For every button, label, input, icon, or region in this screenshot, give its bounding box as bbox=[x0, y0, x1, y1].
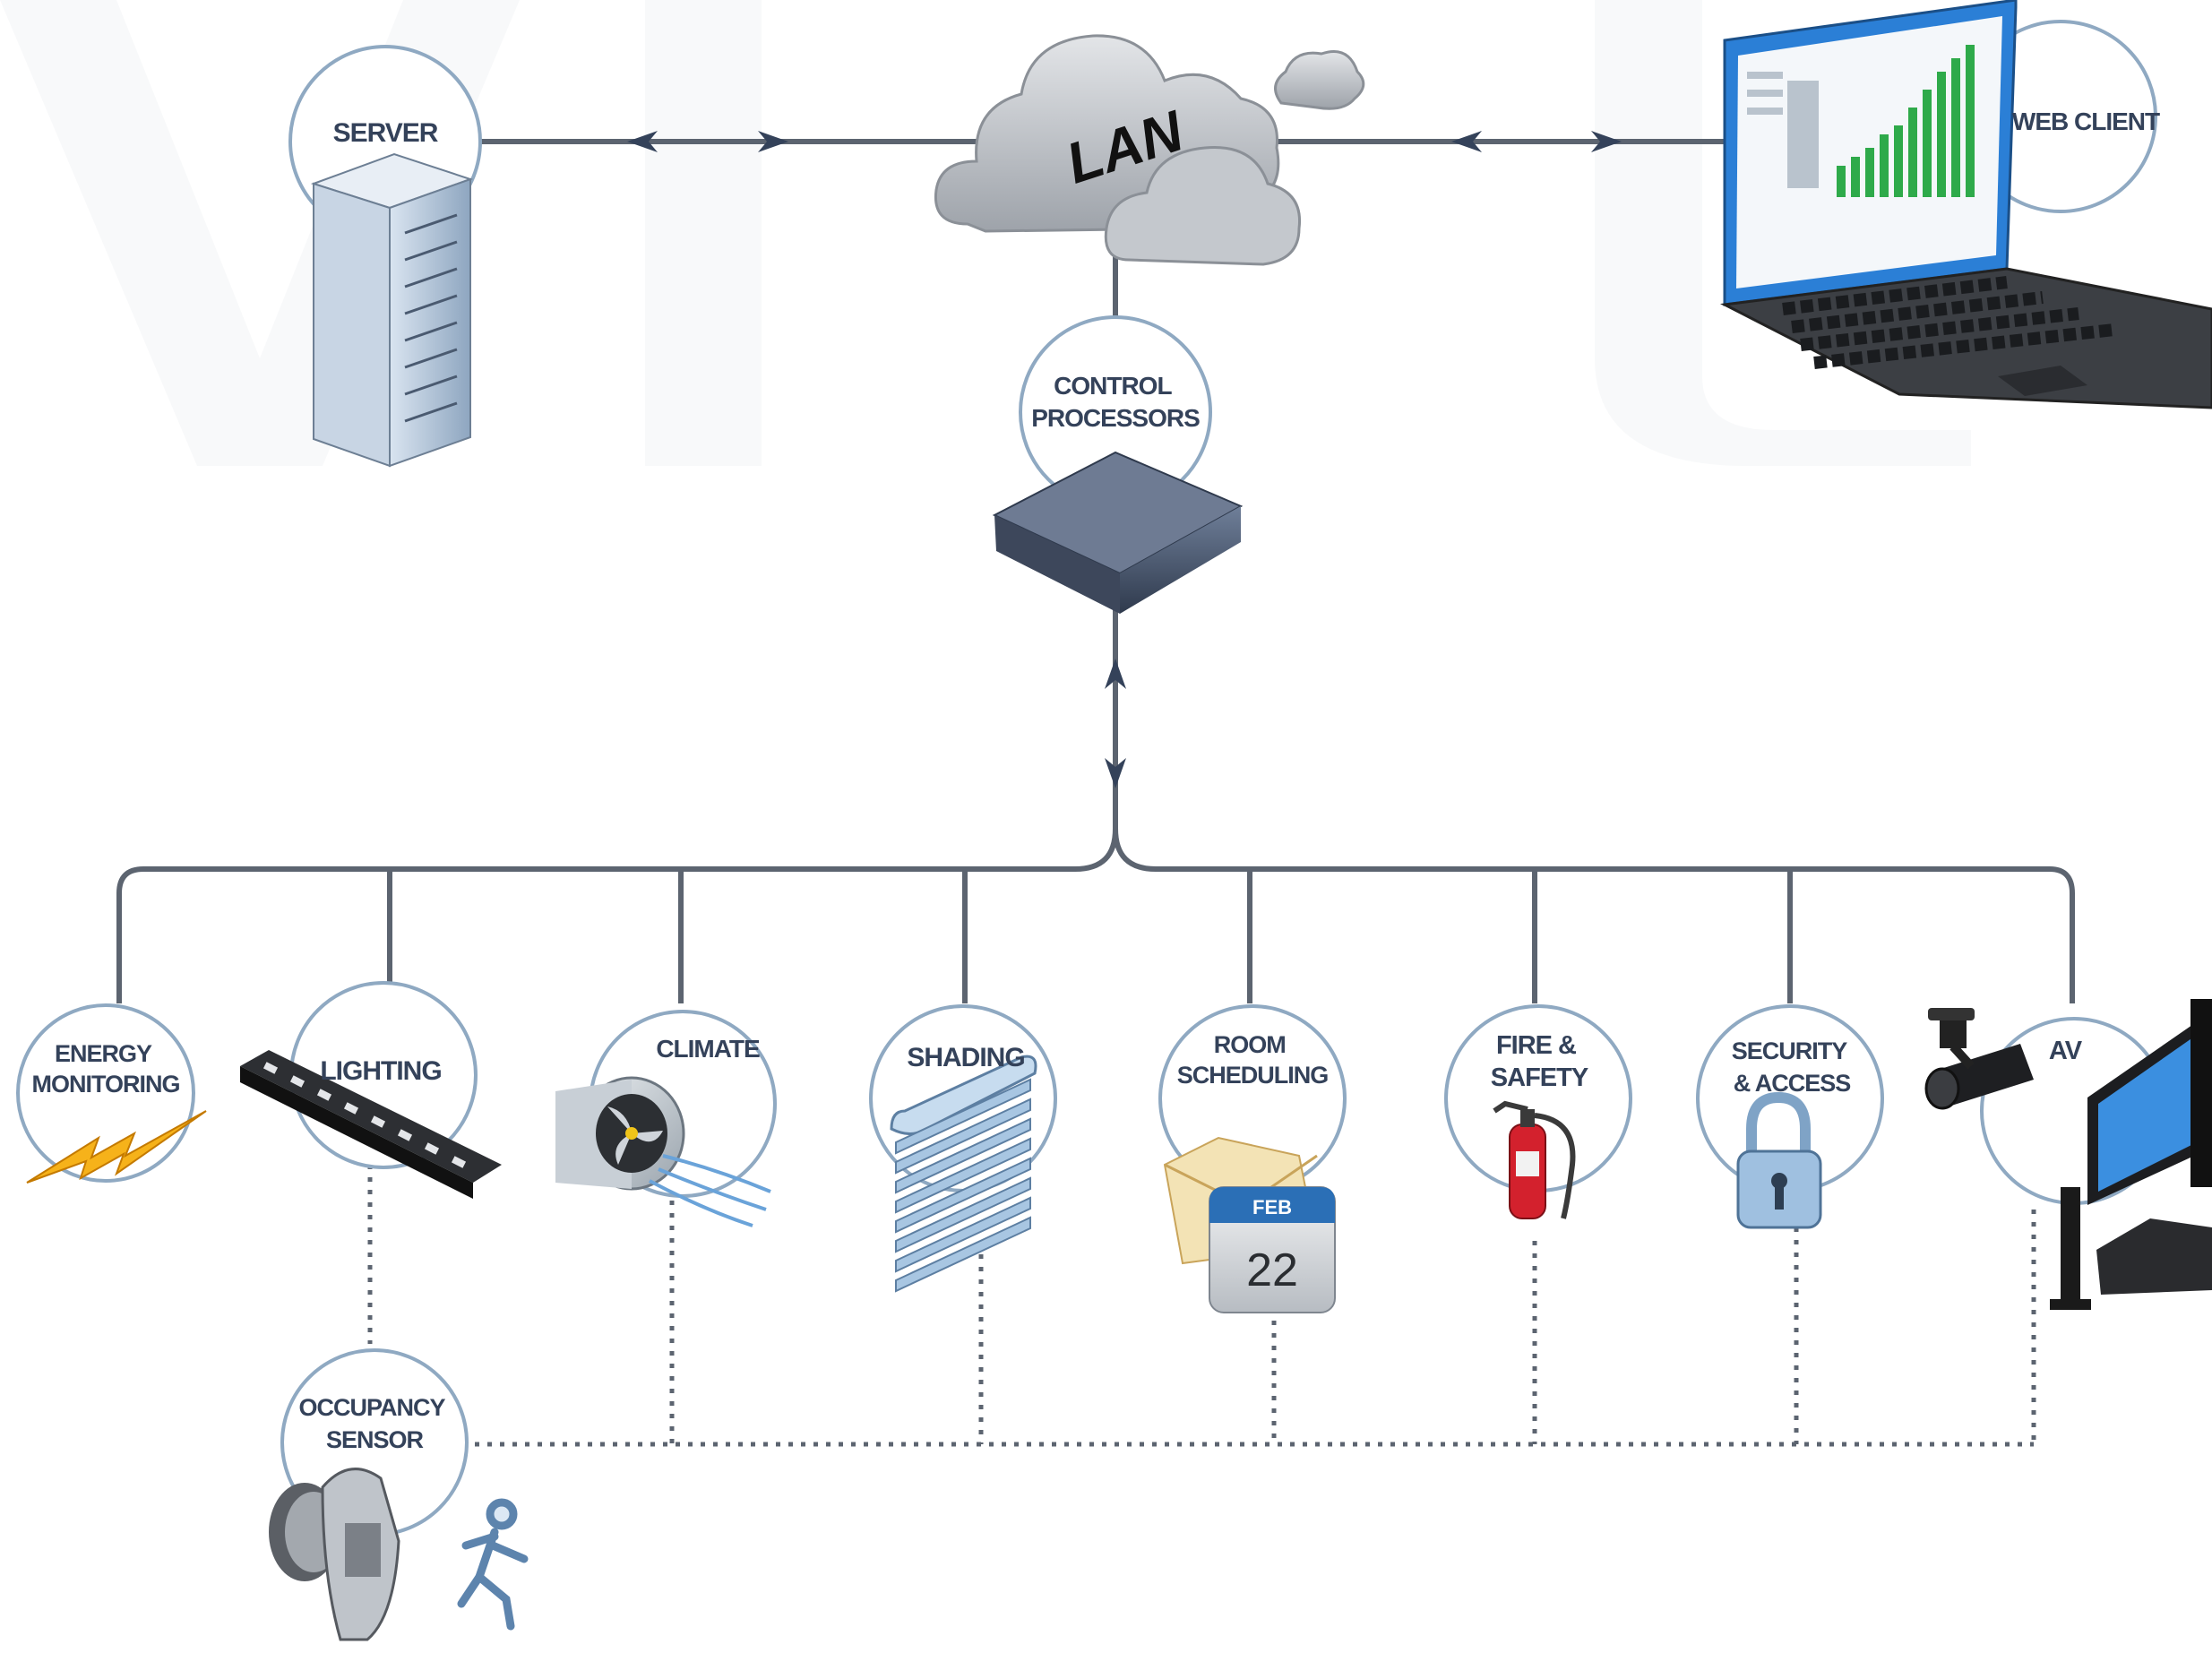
server-node: SERVER bbox=[288, 45, 482, 468]
av-label: AV bbox=[2049, 1037, 2083, 1065]
camera-icon bbox=[1924, 1008, 2034, 1110]
calendar-icon: FEB 22 bbox=[1163, 1136, 1336, 1313]
arrow-left-icon bbox=[1451, 131, 1482, 152]
walking-person-icon bbox=[457, 1498, 529, 1631]
lighting-label-line: LIGHTING bbox=[320, 1056, 441, 1086]
occupancy-sensor-label-line-2: SENSOR bbox=[326, 1426, 424, 1453]
calendar-day: 22 bbox=[1246, 1244, 1298, 1296]
web-client-label-line: WEB CLIENT bbox=[2012, 108, 2160, 135]
arrow-down-icon bbox=[1105, 758, 1126, 788]
bus-right-branch bbox=[1113, 828, 2075, 1003]
lighting-label: LIGHTING bbox=[320, 1056, 441, 1086]
security-access-label-line-2: & ACCESS bbox=[1734, 1070, 1851, 1097]
arrows bbox=[627, 131, 1622, 788]
cloud-icon bbox=[934, 34, 1365, 266]
motion-sensor-icon bbox=[269, 1468, 400, 1641]
control-processors-node: CONTROL PROCESSORS bbox=[992, 315, 1244, 614]
display-icon bbox=[2050, 999, 2212, 1310]
connections bbox=[116, 139, 2075, 1003]
lightning-bolt-icon bbox=[26, 1110, 207, 1184]
web-client-label: WEB CLIENT bbox=[2012, 108, 2160, 135]
web-client-node: WEB CLIENT bbox=[1720, 0, 2212, 409]
energy-monitoring-label-line-2: MONITORING bbox=[32, 1071, 180, 1098]
arrow-right-icon bbox=[1591, 131, 1622, 152]
padlock-icon bbox=[1736, 1091, 1822, 1229]
shading-label: SHADING bbox=[907, 1043, 1024, 1072]
energy-monitoring-circle bbox=[16, 1003, 195, 1183]
light-fixture-icon bbox=[240, 1050, 502, 1199]
energy-monitoring-label: ENERGY MONITORING bbox=[32, 1040, 180, 1098]
occupancy-sensor-node: OCCUPANCY SENSOR bbox=[269, 1348, 529, 1641]
security-access-node: SECURITY & ACCESS bbox=[1696, 1004, 1884, 1229]
energy-monitoring-label-line-1: ENERGY bbox=[55, 1040, 152, 1067]
arrow-left-icon bbox=[627, 131, 658, 152]
arrow-right-icon bbox=[758, 131, 788, 152]
av-label-line: AV bbox=[2049, 1037, 2083, 1065]
server-label: SERVER bbox=[333, 118, 439, 148]
sensor-connections bbox=[367, 1165, 2036, 1447]
fire-safety-label-line-1: FIRE & bbox=[1496, 1031, 1577, 1060]
room-scheduling-node: FEB 22 ROOM SCHEDULING bbox=[1158, 1004, 1347, 1313]
lighting-node: LIGHTING bbox=[240, 981, 502, 1199]
shading-node: SHADING bbox=[869, 1004, 1057, 1293]
room-scheduling-label-line-2: SCHEDULING bbox=[1177, 1062, 1329, 1089]
climate-label-line: CLIMATE bbox=[656, 1035, 760, 1063]
calendar-month: FEB bbox=[1252, 1196, 1292, 1218]
fire-extinguisher-icon bbox=[1493, 1100, 1576, 1219]
security-access-label-line-1: SECURITY bbox=[1732, 1037, 1848, 1064]
laptop-icon bbox=[1720, 0, 2212, 409]
small-cloud-icon bbox=[1274, 50, 1365, 110]
fire-safety-label-line-2: SAFETY bbox=[1491, 1063, 1588, 1092]
control-processors-label: CONTROL PROCESSORS bbox=[1031, 372, 1200, 432]
av-node: AV bbox=[1924, 999, 2212, 1310]
room-scheduling-label-line-1: ROOM bbox=[1214, 1031, 1286, 1058]
bus-left-branch bbox=[116, 828, 1118, 1003]
lan-node: LAN bbox=[934, 34, 1365, 266]
processor-box-icon bbox=[992, 451, 1244, 614]
screen-chart bbox=[1837, 45, 1975, 197]
energy-monitoring-node: ENERGY MONITORING bbox=[16, 1003, 207, 1184]
security-access-label: SECURITY & ACCESS bbox=[1732, 1037, 1853, 1097]
climate-node: CLIMATE bbox=[555, 1010, 777, 1227]
control-processors-label-line-1: CONTROL bbox=[1054, 372, 1172, 400]
fire-safety-node: FIRE & SAFETY bbox=[1444, 1004, 1632, 1219]
room-scheduling-label: ROOM SCHEDULING bbox=[1177, 1031, 1329, 1089]
climate-label: CLIMATE bbox=[656, 1035, 760, 1063]
occupancy-sensor-label: OCCUPANCY SENSOR bbox=[298, 1394, 450, 1453]
server-label-line: SERVER bbox=[333, 118, 439, 148]
background-watermark bbox=[0, 0, 1971, 466]
camera-and-display-icon bbox=[1924, 999, 2212, 1310]
occupancy-sensor-label-line-1: OCCUPANCY bbox=[298, 1394, 445, 1421]
control-processors-label-line-2: PROCESSORS bbox=[1031, 404, 1200, 432]
arrow-up-icon bbox=[1105, 659, 1126, 689]
server-rack-icon bbox=[310, 152, 474, 468]
fire-safety-label: FIRE & SAFETY bbox=[1491, 1031, 1588, 1092]
shading-label-line: SHADING bbox=[907, 1043, 1024, 1072]
fan-duct-icon bbox=[555, 1076, 771, 1227]
window-blind-icon bbox=[890, 1055, 1037, 1293]
